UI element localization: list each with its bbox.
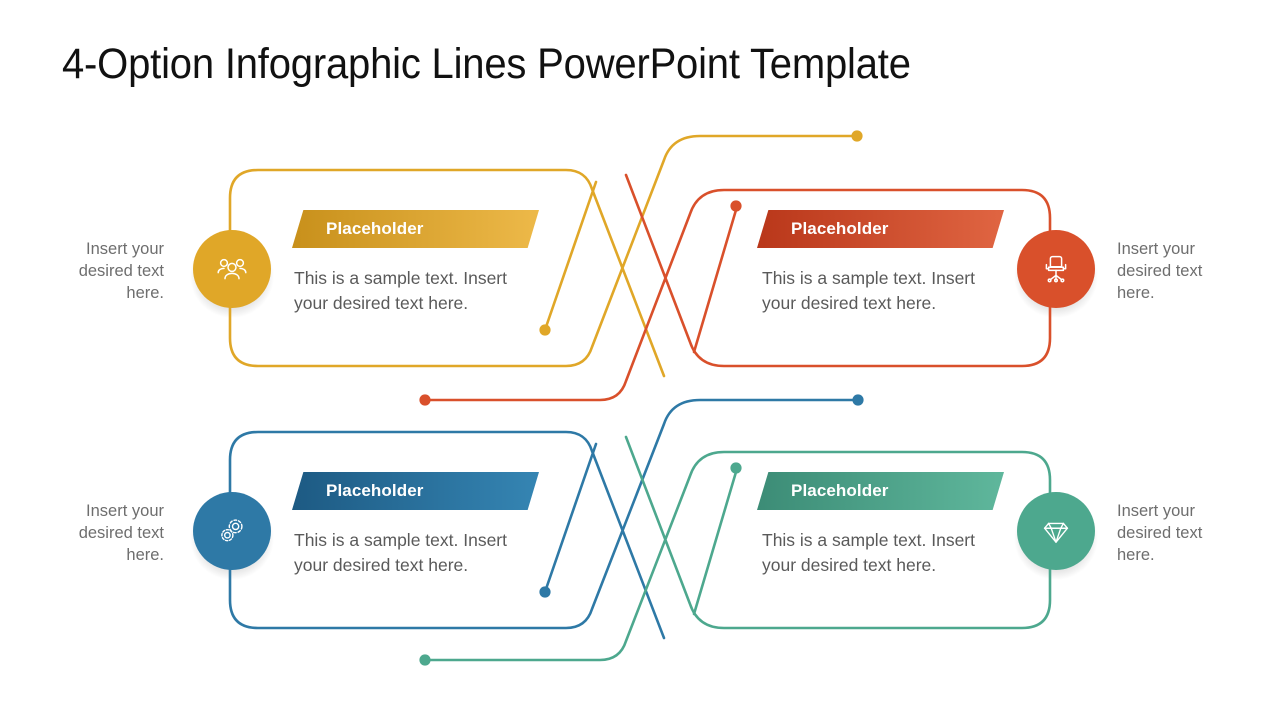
connector-endpoint-dot [852, 394, 864, 406]
gears-icon [221, 519, 243, 542]
side-caption-option-1: Insert your desired text here. [78, 240, 164, 302]
office-chair-icon [1045, 255, 1067, 283]
banner-label-option-4: Placeholder [791, 481, 889, 500]
connector-endpoint-dot [419, 394, 431, 406]
side-caption-option-4: Insert your desired text here. [1117, 502, 1203, 564]
banner-label-option-3: Placeholder [326, 481, 424, 500]
side-caption-option-3: Insert your desired text here. [78, 502, 164, 564]
icon-circle-option-3[interactable] [193, 492, 271, 570]
connector-endpoint-dot [419, 654, 431, 666]
banner-label-option-2: Placeholder [791, 219, 889, 238]
group-people-icon [217, 258, 247, 280]
icon-circle-option-2[interactable] [1017, 230, 1095, 308]
card-body-option-3: This is a sample text. Insert your desir… [294, 530, 507, 575]
banner-option-3: Placeholder [292, 472, 539, 510]
card-body-option-1: This is a sample text. Insert your desir… [294, 268, 507, 313]
connector-blue [228, 394, 864, 640]
connector-amber [228, 130, 863, 378]
connector-endpoint-dot [730, 462, 742, 474]
side-caption-option-2: Insert your desired text here. [1117, 240, 1203, 302]
diamond-gem-icon [1043, 522, 1069, 543]
icon-circle-option-4[interactable] [1017, 492, 1095, 570]
connector-endpoint-dot [539, 324, 551, 336]
banner-option-1: Placeholder [292, 210, 539, 248]
icon-circle-option-1[interactable] [193, 230, 271, 308]
card-body-option-4: This is a sample text. Insert your desir… [762, 530, 975, 575]
card-body-option-2: This is a sample text. Insert your desir… [762, 268, 975, 313]
banner-option-2: Placeholder [757, 210, 1004, 248]
page-title: 4-Option Infographic Lines PowerPoint Te… [62, 40, 911, 88]
connector-endpoint-dot [851, 130, 863, 142]
connector-endpoint-dot [539, 586, 551, 598]
connector-endpoint-dot [730, 200, 742, 212]
banner-label-option-1: Placeholder [326, 219, 424, 238]
banner-option-4: Placeholder [757, 472, 1004, 510]
